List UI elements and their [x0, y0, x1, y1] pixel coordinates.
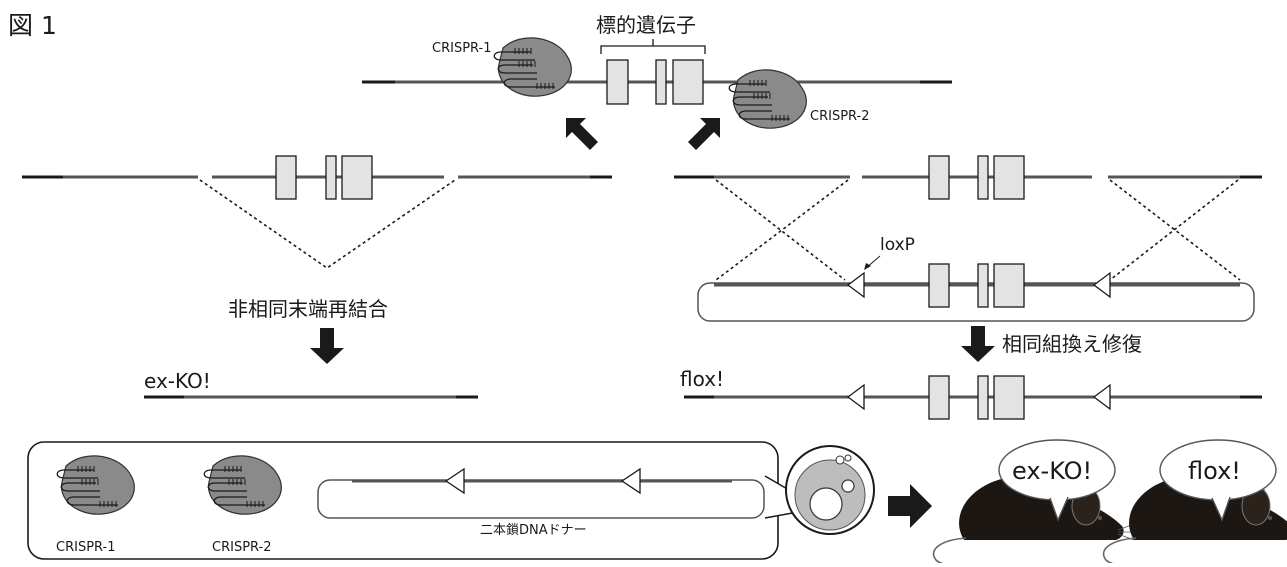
crispr-2-complex-top: [729, 70, 806, 128]
arrow-to-hdr: [688, 118, 720, 150]
flox-label: flox!: [680, 367, 724, 391]
hdr-label: 相同組換え修復: [1002, 332, 1142, 356]
gene-bracket: [601, 39, 705, 54]
ex-ko-label: ex-KO!: [144, 369, 211, 393]
donor-plasmid-hdr: [698, 264, 1254, 321]
crispr-2-label-top: CRISPR-2: [810, 109, 870, 124]
hdr-cut-locus: [674, 156, 1262, 280]
crispr-2-complex: [204, 456, 281, 514]
nhej-label: 非相同末端再結合: [228, 297, 388, 321]
target-locus: [362, 60, 952, 104]
crispr-2-label: CRISPR-2: [212, 540, 272, 555]
crispr-1-complex: [57, 456, 134, 514]
flox-allele: [684, 376, 1262, 419]
nhej-cut-locus: [22, 156, 612, 268]
bubble-flox: flox!: [1188, 457, 1241, 485]
crispr-1-label-top: CRISPR-1: [432, 41, 492, 56]
arrow-right-to-mice: [888, 484, 932, 528]
crispr-1-label: CRISPR-1: [56, 540, 116, 555]
arrow-to-nhej: [566, 118, 598, 150]
arrow-down-hdr: [961, 326, 995, 362]
donor-label: 二本鎖DNAドナー: [480, 522, 587, 538]
bubble-ex-ko: ex-KO!: [1012, 457, 1092, 485]
donor-plasmid: [318, 469, 764, 518]
loxp-label: loxP: [880, 235, 915, 255]
crispr-1-complex-top: [494, 38, 571, 96]
target-gene-label: 標的遺伝子: [596, 13, 696, 37]
arrow-down-nhej: [310, 328, 344, 364]
figure-label: 図 1: [8, 11, 57, 40]
embryo: [786, 446, 874, 534]
